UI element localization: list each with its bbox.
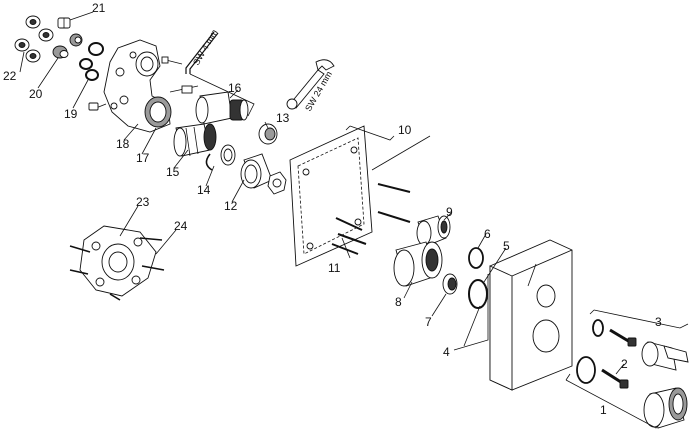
callout-8: 8 bbox=[395, 295, 402, 309]
part-3-handle bbox=[592, 319, 689, 371]
part-7-nut bbox=[442, 273, 458, 295]
callout-22: 22 bbox=[3, 69, 17, 83]
part-12-nut bbox=[267, 171, 287, 195]
part-6-o-ring bbox=[468, 247, 484, 269]
callout-23: 23 bbox=[136, 195, 150, 209]
part-17-valve-body bbox=[88, 39, 172, 133]
part-5-o-ring bbox=[468, 279, 488, 309]
callout-2: 2 bbox=[621, 357, 628, 371]
part-10-plate bbox=[289, 125, 373, 267]
part-14-ring bbox=[220, 144, 236, 166]
part-14-clip bbox=[205, 153, 213, 171]
callout-14: 14 bbox=[197, 183, 211, 197]
part-8-sleeve bbox=[393, 241, 443, 287]
part-2-spindles bbox=[601, 368, 629, 389]
callout-12: 12 bbox=[224, 199, 238, 213]
callout-3: 3 bbox=[655, 315, 662, 329]
part-24-screws bbox=[69, 237, 165, 301]
hex-key-sw4: SW 4 mm bbox=[185, 28, 219, 74]
label-sw4: SW 4 mm bbox=[191, 28, 219, 67]
callout-6: 6 bbox=[484, 227, 491, 241]
part-12-sleeve bbox=[240, 153, 273, 189]
part-22-caps bbox=[14, 15, 54, 63]
part-9-sleeve bbox=[416, 215, 451, 247]
callout-1: 1 bbox=[600, 403, 607, 417]
part-19-o-rings bbox=[79, 42, 104, 81]
wrench-sw24: SW 24 mm bbox=[286, 59, 335, 113]
callout-16: 16 bbox=[228, 81, 242, 95]
part-21-nut bbox=[57, 17, 71, 29]
leader-lines bbox=[19, 11, 689, 429]
part-4-cover-plate bbox=[489, 239, 573, 391]
callout-20: 20 bbox=[29, 87, 43, 101]
part-11-screws bbox=[331, 183, 411, 255]
callout-21: 21 bbox=[92, 1, 106, 15]
part-13-ring bbox=[258, 123, 278, 145]
callout-9: 9 bbox=[446, 205, 453, 219]
callout-15: 15 bbox=[166, 165, 180, 179]
part-screw-top bbox=[161, 56, 183, 65]
part-1-knob bbox=[576, 356, 688, 429]
callout-11: 11 bbox=[328, 261, 341, 275]
part-16-pins bbox=[169, 85, 199, 94]
callout-7: 7 bbox=[425, 315, 432, 329]
callout-18: 18 bbox=[116, 137, 130, 151]
callout-4: 4 bbox=[443, 345, 450, 359]
callout-13: 13 bbox=[276, 111, 290, 125]
part-16-cartridge bbox=[195, 91, 249, 125]
callout-19: 19 bbox=[64, 107, 78, 121]
part-23-housing bbox=[79, 225, 157, 297]
callout-numbers: 21 22 20 19 18 17 15 14 12 16 13 10 11 9… bbox=[3, 1, 662, 417]
callout-10: 10 bbox=[398, 123, 412, 137]
callout-17: 17 bbox=[136, 151, 150, 165]
callout-5: 5 bbox=[503, 239, 510, 253]
part-15-cartridge bbox=[173, 123, 217, 157]
part-20-nipples bbox=[52, 33, 83, 59]
callout-24: 24 bbox=[174, 219, 188, 233]
